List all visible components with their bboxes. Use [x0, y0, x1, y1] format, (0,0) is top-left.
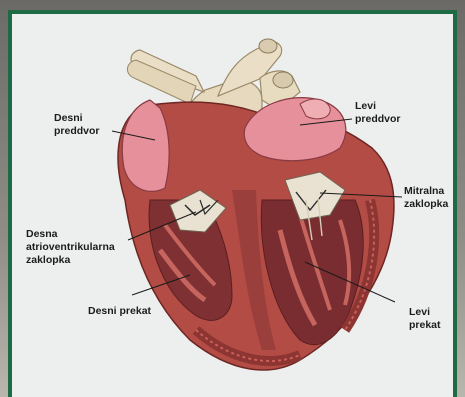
label-line: prekat — [409, 319, 441, 332]
label-line: preddvor — [54, 125, 100, 138]
label-tricuspid-valve: Desna atrioventrikularna zaklopka — [26, 228, 115, 267]
label-line: preddvor — [355, 113, 401, 126]
label-left-ventricle: Levi prekat — [409, 306, 441, 332]
label-line: Mitralna — [404, 185, 448, 198]
label-mitral-valve: Mitralna zaklopka — [404, 185, 448, 211]
label-line: Desni prekat — [88, 305, 151, 318]
label-line: zaklopka — [404, 198, 448, 211]
label-line: Levi — [355, 100, 401, 113]
label-line: Levi — [409, 306, 441, 319]
label-line: Desni — [54, 112, 100, 125]
label-right-ventricle: Desni prekat — [88, 305, 151, 318]
label-line: atrioventrikularna — [26, 241, 115, 254]
label-left-atrium: Levi preddvor — [355, 100, 401, 126]
label-line: Desna — [26, 228, 115, 241]
label-right-atrium: Desni preddvor — [54, 112, 100, 138]
label-line: zaklopka — [26, 254, 115, 267]
